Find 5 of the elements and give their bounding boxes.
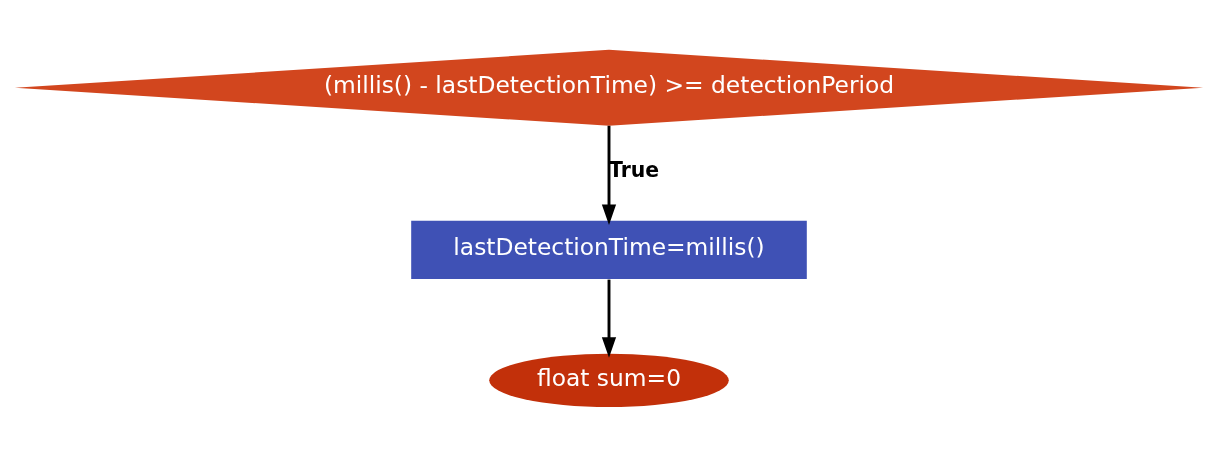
arrow: [601, 125, 617, 225]
edge-label: True: [609, 158, 660, 183]
node-ellipse: float sum=0: [489, 353, 729, 407]
arrow: [601, 279, 617, 358]
node-box: lastDetectionTime=millis(): [411, 220, 807, 280]
